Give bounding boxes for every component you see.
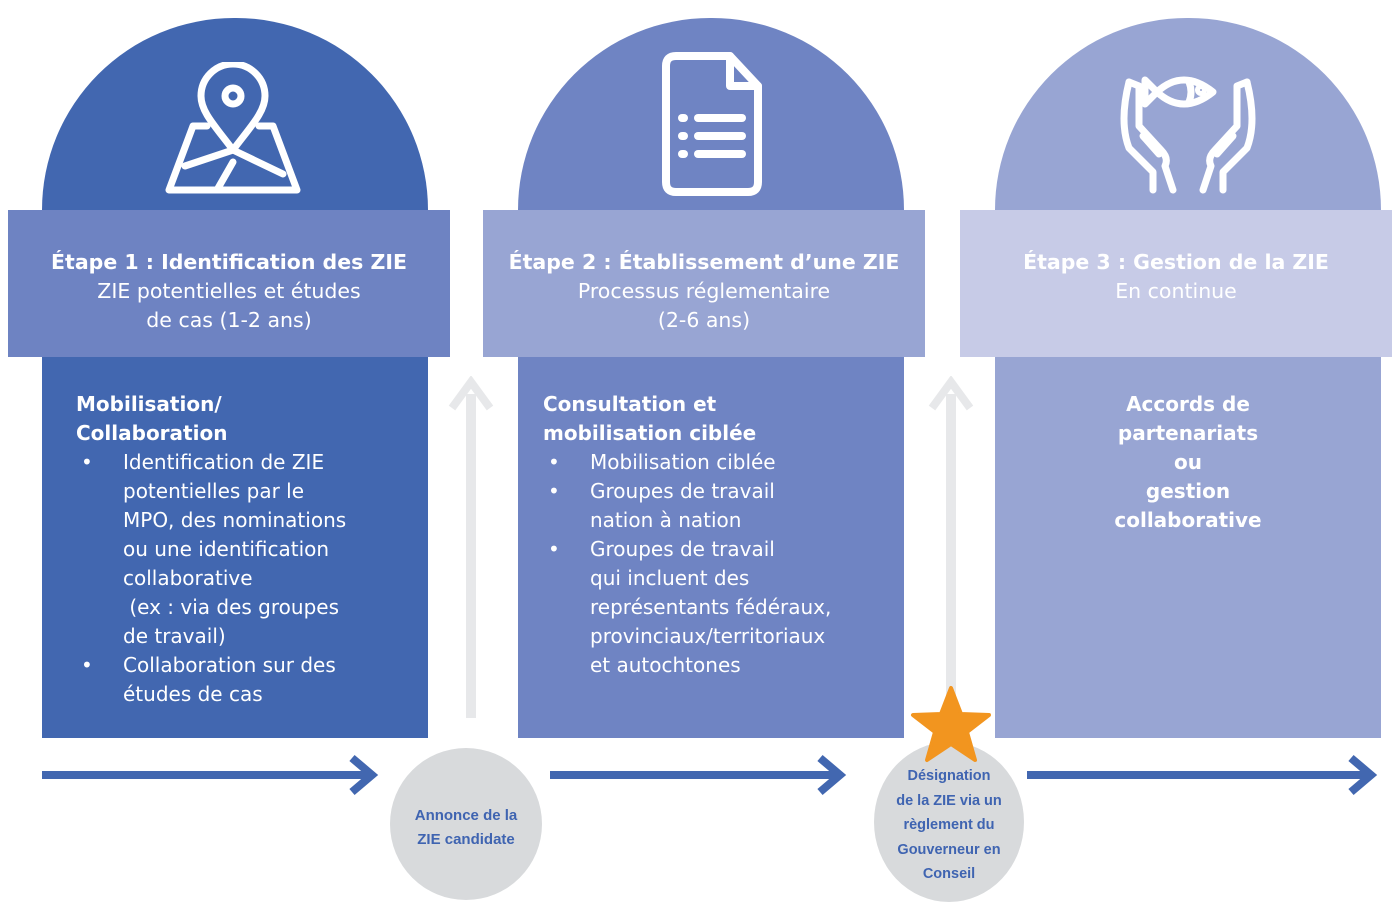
timeline-arrow-3 (1027, 754, 1382, 796)
step-3-heading-line: collaborative (1114, 508, 1262, 532)
step-1-bullet: Collaboration sur des (76, 651, 416, 680)
timeline-arrow-1 (42, 754, 384, 796)
timeline-arrow-2 (550, 754, 850, 796)
step-2-subtitle-line1: Processus réglementaire (577, 279, 831, 303)
step-2-line: représentants fédéraux, (590, 595, 832, 619)
step-1-content: Mobilisation/ Collaboration Identificati… (76, 390, 416, 709)
designation-label-line: Désignation (907, 768, 991, 784)
step-3-title: Étape 3 : Gestion de la ZIE (1023, 250, 1329, 274)
step-1-bullet: Identification de ZIE (76, 448, 416, 477)
designation-label-line: de la ZIE via un (896, 792, 1002, 809)
step-2-line: provinciaux/territoriaux (590, 624, 826, 648)
step-1-title: Étape 1 : Identification des ZIE (51, 250, 407, 274)
step-1-band: Étape 1 : Identification des ZIE ZIE pot… (8, 210, 450, 357)
step-1-subtitle-line1: ZIE potentielles et études (97, 279, 361, 303)
step-2-bullet: Mobilisation ciblée (543, 448, 893, 477)
designation-label-line: Gouverneur en (897, 841, 1001, 858)
step-2-heading-line1: Consultation et (543, 392, 717, 416)
step-2-title: Étape 2 : Établissement d’une ZIE (508, 250, 900, 274)
step-1-line: de travail) (123, 624, 226, 648)
step-3-heading-line: Accords de (1126, 392, 1250, 416)
step-3-heading-line: ou (1174, 450, 1202, 474)
announcement-label-line1: Annonce de la (414, 807, 518, 824)
step-3-content: Accords de partenariats ou gestion colla… (1000, 390, 1376, 535)
step-2-line: nation à nation (590, 508, 742, 532)
up-arrow-1 (448, 375, 494, 718)
step-2-heading-line2: mobilisation ciblée (543, 421, 757, 445)
document-icon (658, 50, 768, 200)
step-3-heading-line: gestion (1145, 479, 1231, 503)
step-2-content: Consultation et mobilisation ciblée Mobi… (543, 390, 893, 680)
designation-label-line: Conseil (922, 866, 976, 882)
step-2-subtitle-line2: (2-6 ans) (657, 308, 751, 332)
step-1-heading-line1: Mobilisation/ (76, 392, 222, 416)
step-3-subtitle-line1: En continue (1115, 279, 1237, 303)
step-1-line: MPO, des nominations (123, 508, 347, 532)
star-icon (908, 684, 994, 766)
step-1-line: potentielles par le (123, 479, 305, 503)
step-1-line: études de cas (123, 682, 263, 706)
step-2-bullet: Groupes de travail (543, 535, 893, 564)
step-2-bullet: Groupes de travail (543, 477, 893, 506)
map-pin-icon (163, 62, 303, 198)
step-1-line: (ex : via des groupes (123, 595, 339, 619)
step-1-line: ou une identification (123, 537, 330, 561)
step-1-subtitle-line2: de cas (1-2 ans) (146, 308, 312, 332)
announcement-milestone: Annonce de la ZIE candidate (390, 748, 542, 900)
designation-milestone: Désignation de la ZIE via un règlement d… (874, 742, 1024, 902)
announcement-label-line2: ZIE candidate (417, 831, 515, 848)
step-2-line: qui incluent des (590, 566, 750, 590)
step-3-heading-line: partenariats (1117, 421, 1259, 445)
hands-fish-icon (1113, 62, 1263, 194)
step-2-line: et autochtones (590, 653, 741, 677)
step-2-band: Étape 2 : Établissement d’une ZIE Proces… (483, 210, 925, 357)
step-3-band: Étape 3 : Gestion de la ZIE En continue (960, 210, 1392, 357)
up-arrow-2 (928, 375, 974, 718)
step-1-heading-line2: Collaboration (76, 421, 228, 445)
step-1-line: collaborative (123, 566, 253, 590)
designation-label-line: règlement du (903, 817, 995, 833)
